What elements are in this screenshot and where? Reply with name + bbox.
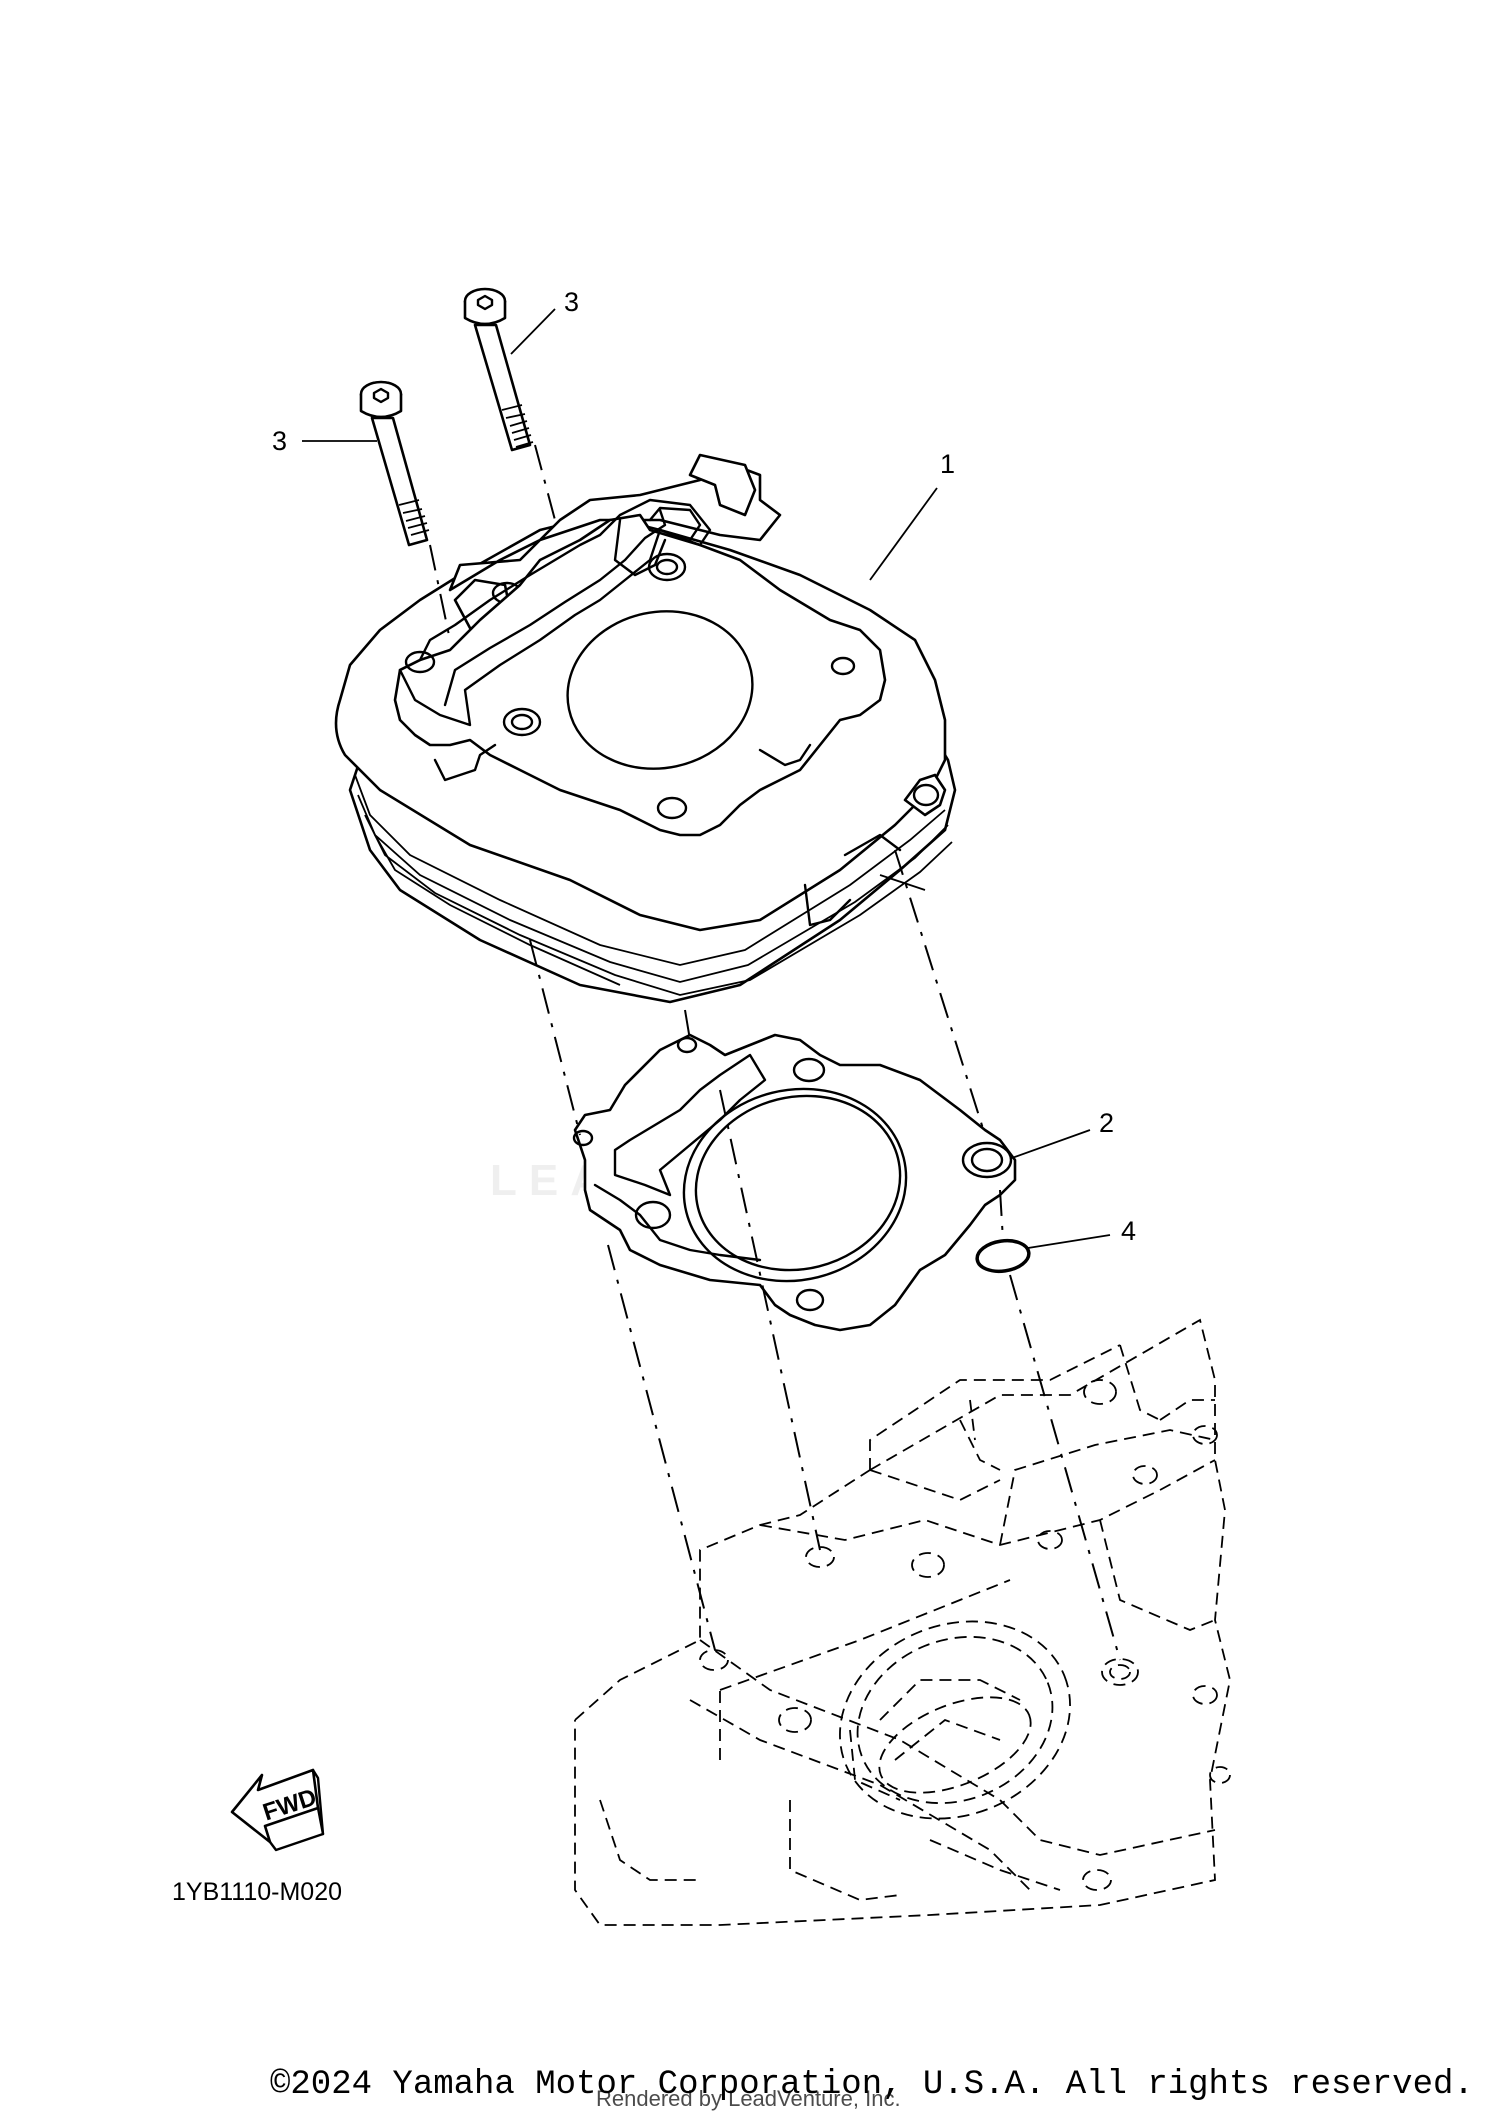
diagram-code: 1YB1110-M020 xyxy=(172,1878,342,1906)
copyright-notice: ©2024 Yamaha Motor Corporation, U.S.A. A… xyxy=(270,2066,1474,2104)
callout-4: 4 xyxy=(1121,1216,1136,1246)
callout-2: 2 xyxy=(1099,1108,1114,1138)
assembly-lines xyxy=(429,444,1121,1661)
callout-3-front: 3 xyxy=(272,426,287,456)
o-ring-part-4[interactable] xyxy=(975,1238,1031,1275)
rendered-by-notice: Rendered by LeadVenture, Inc. xyxy=(596,2086,901,2111)
fwd-arrow-icon: FWD xyxy=(230,1768,325,1852)
callout-3-rear: 3 xyxy=(564,287,579,317)
cylinder-gasket-part-2[interactable] xyxy=(572,1033,1017,1332)
callout-1: 1 xyxy=(940,449,955,479)
crankcase-outline xyxy=(574,1318,1231,1926)
bolt-part-3-front[interactable] xyxy=(359,380,430,547)
cylinder-part-1[interactable] xyxy=(334,453,957,1004)
callout-leaders xyxy=(302,308,1111,1249)
bolt-part-3-rear[interactable] xyxy=(463,287,534,452)
